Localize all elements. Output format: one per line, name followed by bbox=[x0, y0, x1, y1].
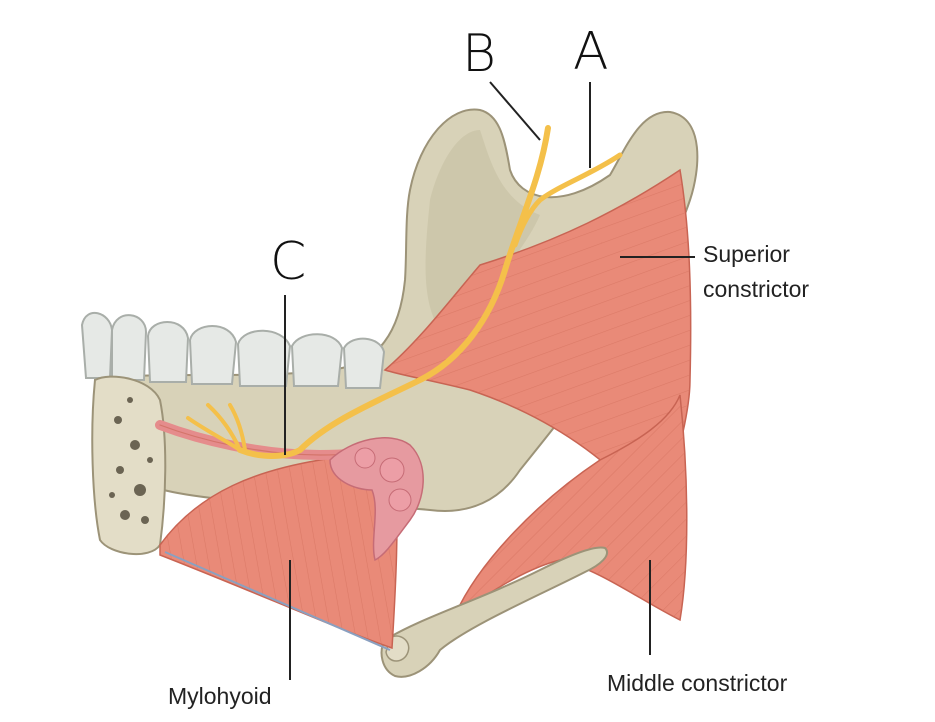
teeth bbox=[80, 312, 386, 389]
middle-constrictor-fibers bbox=[455, 395, 687, 620]
spongy-bone-pores bbox=[109, 397, 153, 524]
mylohyoid-label: Mylohyoid bbox=[168, 683, 272, 709]
superior-constrictor-fibers bbox=[385, 170, 691, 520]
leader-lines bbox=[284, 81, 695, 680]
nerve-terminal-branches bbox=[186, 403, 247, 452]
label-b: B bbox=[462, 24, 497, 84]
middle-constrictor-label: Middle constrictor bbox=[607, 670, 788, 696]
mylohyoid-fibers bbox=[160, 440, 398, 648]
hyoid-bone bbox=[380, 546, 608, 678]
superior-constrictor-label-line1: Superior bbox=[703, 241, 790, 267]
label-a: A bbox=[573, 22, 609, 82]
mylohyoid-edge bbox=[164, 551, 391, 651]
leader-b bbox=[489, 81, 541, 141]
nerve-main bbox=[237, 125, 551, 459]
nerve-branch-a bbox=[512, 152, 623, 248]
mandible-shading bbox=[425, 130, 540, 330]
bone-cross-section bbox=[91, 375, 167, 556]
label-c: C bbox=[270, 232, 307, 292]
superior-constrictor-label-line2: constrictor bbox=[703, 276, 810, 302]
